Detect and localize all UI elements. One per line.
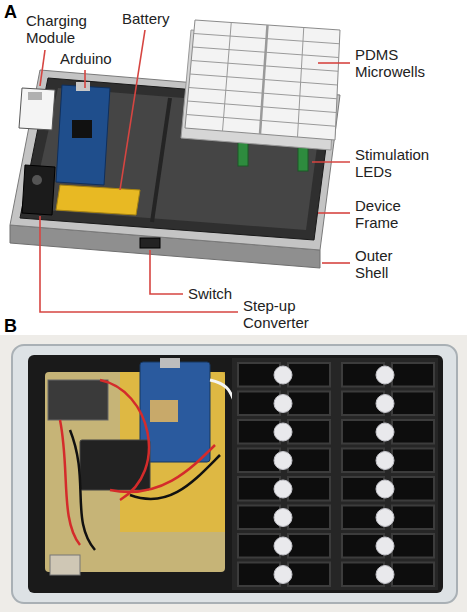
well (392, 477, 434, 501)
grid-line (188, 101, 337, 113)
well (288, 534, 330, 558)
inductor (32, 175, 42, 185)
leader-line (312, 161, 350, 163)
usb-port (160, 358, 180, 368)
led-diffuser (274, 566, 292, 584)
well (288, 506, 330, 530)
led-diffuser (376, 509, 394, 527)
led-diffuser (376, 395, 394, 413)
well (288, 363, 330, 387)
led-diffuser (376, 537, 394, 555)
led-diffuser (274, 395, 292, 413)
led-diffuser (274, 366, 292, 384)
usb-port (28, 92, 42, 100)
leader-line (318, 212, 350, 214)
led-diffuser (376, 566, 394, 584)
charging-module (19, 88, 55, 130)
part-label: Outer Shell (355, 247, 425, 281)
led-diffuser (274, 480, 292, 498)
grid-line (194, 34, 340, 44)
part-label: Stimulation LEDs (355, 146, 455, 180)
well (392, 449, 434, 473)
black-wire (70, 430, 220, 550)
leader-line (150, 250, 183, 294)
well (392, 534, 434, 558)
leader-line (84, 70, 86, 88)
grid-line (193, 47, 339, 58)
part-label: Arduino (60, 50, 120, 67)
photo-background (0, 335, 467, 612)
frame-divider (152, 98, 170, 222)
usb-port (76, 82, 90, 91)
leader-line (318, 62, 350, 64)
clear-outer-shell (12, 345, 457, 603)
part-label: Step-up Converter (243, 297, 321, 331)
part-label: PDMS Microwells (355, 46, 455, 80)
led-diffuser (376, 366, 394, 384)
switch-photo (50, 555, 80, 575)
grid-line (186, 115, 335, 127)
led-diffuser (274, 452, 292, 470)
led-diffuser (274, 423, 292, 441)
microwell-grid (186, 23, 339, 138)
led-diffuser (376, 480, 394, 498)
step-up-converter (22, 165, 55, 215)
well (392, 420, 434, 444)
part-label: Battery (122, 10, 182, 27)
photo-wells (238, 363, 434, 586)
charging-module-photo (48, 380, 108, 420)
well (288, 477, 330, 501)
leader-line (40, 50, 45, 86)
panel-letter: B (4, 316, 34, 336)
led-diffuser (274, 509, 292, 527)
pdms-microwells (185, 20, 340, 140)
part-label: Switch (188, 285, 240, 302)
battery (56, 185, 140, 215)
led-diffuser (376, 452, 394, 470)
module-chip (150, 400, 178, 422)
well-plate (232, 358, 438, 590)
grid-line (189, 88, 337, 99)
grid-line (190, 74, 338, 85)
part-label: Charging Module (26, 12, 96, 46)
well (288, 449, 330, 473)
chip (72, 120, 92, 138)
part-label: Device Frame (355, 197, 435, 231)
leader-line (120, 30, 145, 190)
led-diffuser (274, 537, 292, 555)
well (392, 363, 434, 387)
well (288, 392, 330, 416)
black-frame (28, 355, 443, 593)
leader-lines (40, 30, 350, 312)
well (288, 563, 330, 587)
well (288, 420, 330, 444)
well (392, 563, 434, 587)
switch (140, 238, 160, 248)
grid-line (191, 61, 338, 72)
well (392, 392, 434, 416)
arduino-board (56, 85, 110, 185)
led-diffuser (376, 423, 394, 441)
well (392, 506, 434, 530)
leader-line (322, 262, 350, 264)
